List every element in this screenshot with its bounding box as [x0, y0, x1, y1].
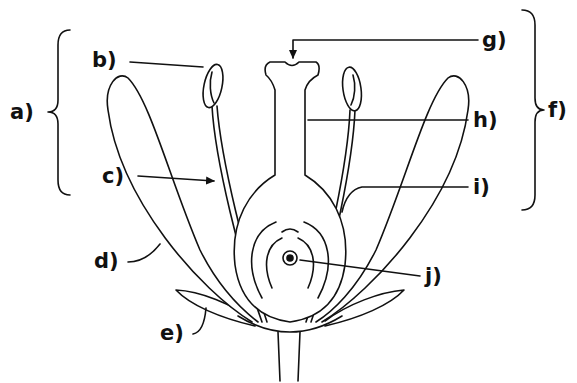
- leader-line: [128, 244, 160, 262]
- part-label: j): [425, 263, 442, 289]
- anther: [340, 66, 364, 112]
- part-label: f): [548, 97, 567, 123]
- anther-line: [210, 72, 214, 103]
- part-label-holder: b): [92, 47, 117, 73]
- ovule: [283, 251, 297, 265]
- part-label: a): [10, 99, 34, 125]
- part-label-holder: d): [94, 248, 119, 274]
- part-label: g): [482, 27, 507, 53]
- part-label-holder: g): [482, 27, 507, 53]
- part-label: h): [473, 107, 498, 133]
- part-label: c): [102, 163, 124, 189]
- part-label-holder: j): [425, 263, 442, 289]
- leader-line: [193, 308, 206, 334]
- anther: [200, 63, 227, 110]
- leader-line: [130, 62, 203, 67]
- part-label-holder: h): [473, 107, 498, 133]
- ovary-wall: [252, 222, 329, 298]
- part-label-holder: i): [473, 174, 490, 200]
- leader-arrow: [138, 176, 214, 181]
- part-label-holder: a): [10, 99, 34, 125]
- leader-arrow: [293, 40, 478, 58]
- part-label: b): [92, 47, 117, 73]
- leader-line: [300, 260, 420, 276]
- bracket: [48, 30, 70, 195]
- anther-line: [351, 75, 355, 105]
- ovule-outline: [282, 229, 298, 232]
- part-label-holder: e): [160, 320, 184, 346]
- pistil: [234, 62, 346, 322]
- ovule-outline: [267, 238, 314, 288]
- leader-line: [308, 119, 468, 121]
- part-label-holder: f): [548, 97, 567, 123]
- part-label: d): [94, 248, 119, 274]
- leader-line: [342, 187, 468, 212]
- part-label: e): [160, 320, 184, 346]
- petal: [107, 76, 258, 322]
- stem: [278, 332, 300, 381]
- bracket: [522, 10, 544, 210]
- sepal: [176, 290, 255, 326]
- ovule-nucleus: [287, 255, 293, 261]
- part-label: i): [473, 174, 490, 200]
- part-label-holder: c): [102, 163, 124, 189]
